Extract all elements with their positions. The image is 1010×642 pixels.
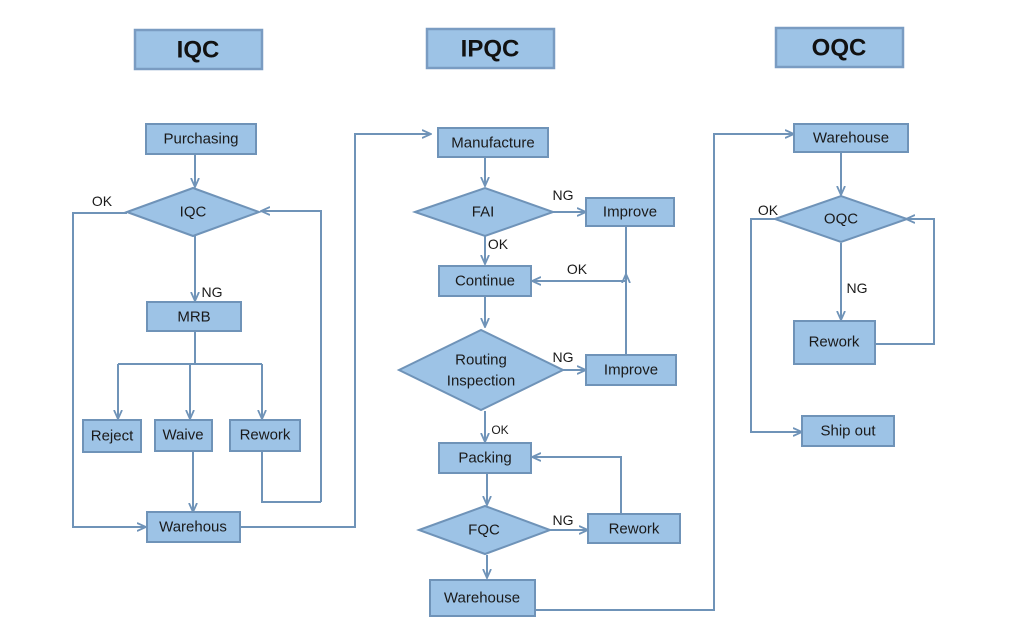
svg-text:IQC: IQC: [180, 204, 207, 221]
oqc-ng-label: NG: [847, 280, 868, 296]
iqc-warehouse-box: Warehous: [146, 511, 241, 543]
iqc-mrb-box: MRB: [146, 301, 242, 332]
ipqc-packing-box: Packing: [438, 442, 532, 474]
oqc-ship-out-box: Ship out: [801, 415, 895, 447]
iqc-decision-diamond: IQC: [124, 186, 262, 238]
ipqc-improve-box-1: Improve: [585, 197, 675, 227]
svg-text:IPQC: IPQC: [461, 36, 520, 63]
oqc-ok-label: OK: [758, 202, 779, 218]
ipqc-improve-ok-label: OK: [567, 261, 588, 277]
iqc-ok-label: OK: [92, 193, 113, 209]
svg-text:Continue: Continue: [455, 273, 515, 290]
svg-text:OQC: OQC: [824, 211, 858, 228]
iqc-connectors: [72, 134, 430, 527]
ipqc-fai-ok-label: OK: [488, 236, 509, 252]
ipqc-fqc-ng-label: NG: [553, 512, 574, 528]
svg-text:Improve: Improve: [604, 362, 658, 379]
ipqc-fqc-diamond: FQC: [416, 504, 553, 556]
ipqc-fai-ng-label: NG: [553, 187, 574, 203]
svg-text:Rework: Rework: [240, 427, 291, 444]
svg-text:OQC: OQC: [812, 35, 867, 62]
iqc-ng-label: NG: [202, 284, 223, 300]
ipqc-improve-box-2: Improve: [585, 354, 677, 386]
svg-text:Manufacture: Manufacture: [451, 135, 534, 152]
svg-text:IQC: IQC: [177, 37, 220, 64]
oqc-connectors: [750, 152, 935, 432]
ipqc-routing-ng-label: NG: [553, 349, 574, 365]
svg-text:Purchasing: Purchasing: [163, 131, 238, 148]
iqc-waive-box: Waive: [154, 419, 213, 452]
title-oqc: OQC: [774, 26, 905, 69]
ipqc-manufacture-box: Manufacture: [437, 127, 549, 158]
oqc-warehouse-box: Warehouse: [793, 123, 909, 153]
svg-text:FAI: FAI: [472, 204, 495, 221]
oqc-decision-diamond: OQC: [771, 194, 911, 244]
svg-text:Ship out: Ship out: [820, 423, 876, 440]
title-ipqc: IPQC: [425, 27, 556, 70]
oqc-rework-box: Rework: [793, 320, 876, 365]
ipqc-routing-inspection-diamond: Routing Inspection: [396, 328, 566, 412]
title-iqc: IQC: [133, 28, 264, 71]
svg-text:Rework: Rework: [809, 334, 860, 351]
ipqc-connectors: [485, 134, 793, 611]
svg-text:Reject: Reject: [91, 428, 134, 445]
ipqc-fai-diamond: FAI: [411, 186, 557, 238]
svg-text:Packing: Packing: [458, 450, 511, 467]
svg-text:Routing: Routing: [455, 352, 507, 369]
svg-text:Rework: Rework: [609, 521, 660, 538]
iqc-reject-box: Reject: [82, 419, 142, 453]
ipqc-warehouse-box: Warehouse: [429, 579, 536, 617]
svg-text:Warehouse: Warehouse: [444, 590, 520, 607]
svg-text:MRB: MRB: [177, 309, 210, 326]
svg-text:Warehouse: Warehouse: [813, 130, 889, 147]
ipqc-rework-box: Rework: [587, 513, 681, 544]
svg-text:FQC: FQC: [468, 522, 500, 539]
svg-text:Improve: Improve: [603, 204, 657, 221]
iqc-rework-box: Rework: [229, 419, 301, 452]
svg-text:Inspection: Inspection: [447, 373, 515, 390]
svg-text:Waive: Waive: [162, 427, 203, 444]
iqc-purchasing-box: Purchasing: [145, 123, 257, 155]
svg-text:Warehous: Warehous: [159, 519, 227, 536]
ipqc-routing-ok-label: OK: [491, 423, 508, 437]
ipqc-continue-box: Continue: [438, 265, 532, 297]
